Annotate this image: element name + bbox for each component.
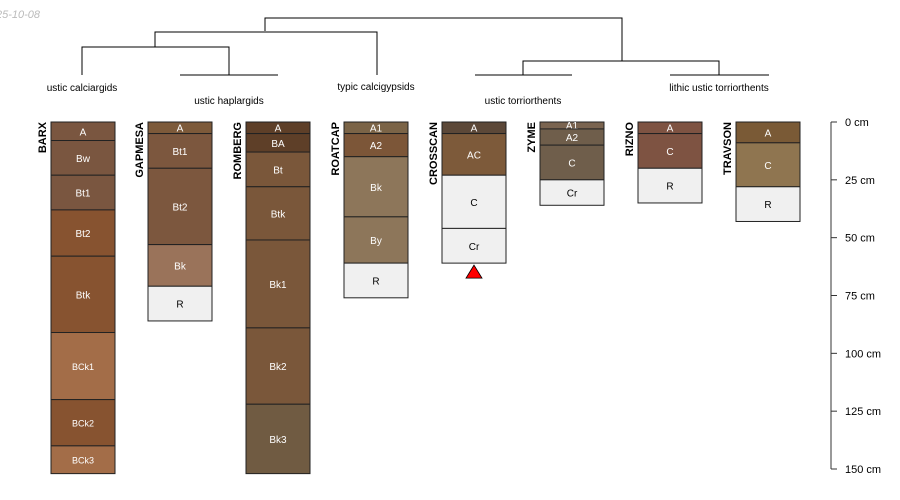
axis-tick-label: 50 cm <box>845 233 875 245</box>
horizon-label: BA <box>271 139 285 150</box>
profile-name: BARX <box>37 121 49 153</box>
horizon-label: Bt1 <box>172 147 187 158</box>
horizon-c <box>637 133 703 169</box>
horizon-label: A <box>177 123 184 134</box>
horizon-bt2 <box>50 209 116 257</box>
horizon-r <box>343 262 409 299</box>
horizon-ac <box>441 133 507 176</box>
horizon-label: A <box>471 123 478 134</box>
axis-tick-label: 25 cm <box>845 175 875 187</box>
horizon-bt1 <box>50 174 116 211</box>
profile-name: TRAVSON <box>722 122 734 175</box>
horizon-r <box>735 186 801 222</box>
axis-tick-label: 75 cm <box>845 291 875 303</box>
horizon-r <box>147 285 213 322</box>
horizon-label: BCk3 <box>72 456 94 466</box>
horizon-label: C <box>470 198 477 209</box>
horizon-r <box>637 167 703 204</box>
horizon-label: A <box>80 127 87 138</box>
date-stamp: 25-10-08 <box>0 9 41 21</box>
horizon-bck3 <box>50 445 116 475</box>
soil-profile-crosscan: CROSSCAN A AC C Cr <box>428 121 507 279</box>
horizon-label: A1 <box>566 121 579 132</box>
horizon-label: Bt2 <box>172 202 187 213</box>
profile-name: ROMBERG <box>232 122 244 179</box>
horizon-btk <box>245 186 311 241</box>
horizon-label: C <box>666 147 673 158</box>
horizon-label: Bw <box>76 154 91 165</box>
horizon-label: R <box>666 182 673 193</box>
horizon-bt2 <box>147 167 213 246</box>
horizon-label: Bk2 <box>269 362 287 373</box>
profile-name: CROSSCAN <box>428 122 440 185</box>
horizon-label: A1 <box>370 123 383 134</box>
horizon-label: A <box>275 123 282 134</box>
horizon-label: Bk <box>174 261 187 272</box>
profile-name: ROATCAP <box>330 122 342 176</box>
group-label: lithic ustic torriorthents <box>669 83 768 94</box>
dendrogram-branch-left <box>154 31 378 75</box>
horizon-label: R <box>372 276 379 287</box>
group-label: ustic torriorthents <box>485 96 562 107</box>
horizon-bk1 <box>245 239 311 329</box>
horizon-label: Bk <box>370 183 383 194</box>
horizon-label: Bt <box>273 165 283 176</box>
soil-profile-travson: TRAVSON A C R <box>722 121 801 222</box>
horizon-bck1 <box>50 332 116 401</box>
axis-tick-label: 0 cm <box>845 117 869 129</box>
horizon-label: R <box>176 300 183 311</box>
soil-profile-rizno: RIZNO A C R <box>624 121 703 204</box>
truncation-marker-icon <box>465 264 483 279</box>
horizon-label: BCk1 <box>72 362 94 372</box>
group-label: ustic haplargids <box>194 96 263 107</box>
horizon-cr <box>441 227 507 264</box>
horizon-label: R <box>764 200 771 211</box>
axis-tick-label: 150 cm <box>845 464 881 476</box>
horizon-label: A <box>765 128 772 139</box>
horizon-label: Bk3 <box>269 435 287 446</box>
horizon-label: Bt2 <box>75 229 90 240</box>
group-label: ustic calciargids <box>47 83 118 94</box>
horizon-label: A2 <box>566 133 579 144</box>
horizon-label: Btk <box>271 209 286 220</box>
horizon-label: C <box>764 161 771 172</box>
horizon-bk3 <box>245 403 311 475</box>
group-label: typic calcigypsids <box>337 82 414 93</box>
axis-tick-label: 125 cm <box>845 406 881 418</box>
horizon-bt1 <box>147 133 213 169</box>
horizon-label: Bk1 <box>269 280 287 291</box>
horizon-bk2 <box>245 327 311 405</box>
horizon-label: A2 <box>370 141 383 152</box>
horizon-cr <box>539 179 605 206</box>
horizon-btk <box>50 255 116 334</box>
horizon-bk <box>343 156 409 218</box>
horizon-label: C <box>568 158 575 169</box>
horizon-label: AC <box>467 150 481 161</box>
horizon-label: Cr <box>567 189 578 200</box>
horizon-label: Bt1 <box>75 189 90 200</box>
axis-tick-label: 100 cm <box>845 348 881 360</box>
profile-name: GAPMESA <box>134 122 146 178</box>
horizon-bk <box>147 244 213 287</box>
horizon-label: BCk2 <box>72 419 94 429</box>
profile-name: RIZNO <box>624 122 636 157</box>
horizon-label: Cr <box>469 242 480 253</box>
horizon-bck2 <box>50 399 116 447</box>
depth-axis: 0 cm 25 cm 50 cm 75 cm 100 cm 125 cm 150 cm <box>830 117 881 476</box>
dendrogram-branch-right <box>522 60 720 75</box>
dendrogram-root <box>264 17 623 61</box>
horizon-label: Btk <box>76 290 91 301</box>
horizon-label: A <box>667 123 674 134</box>
dendrogram <box>81 17 769 76</box>
horizon-label: By <box>370 236 382 247</box>
profile-name: ZYME <box>526 122 538 153</box>
dendrogram-branch-argids <box>81 46 230 75</box>
